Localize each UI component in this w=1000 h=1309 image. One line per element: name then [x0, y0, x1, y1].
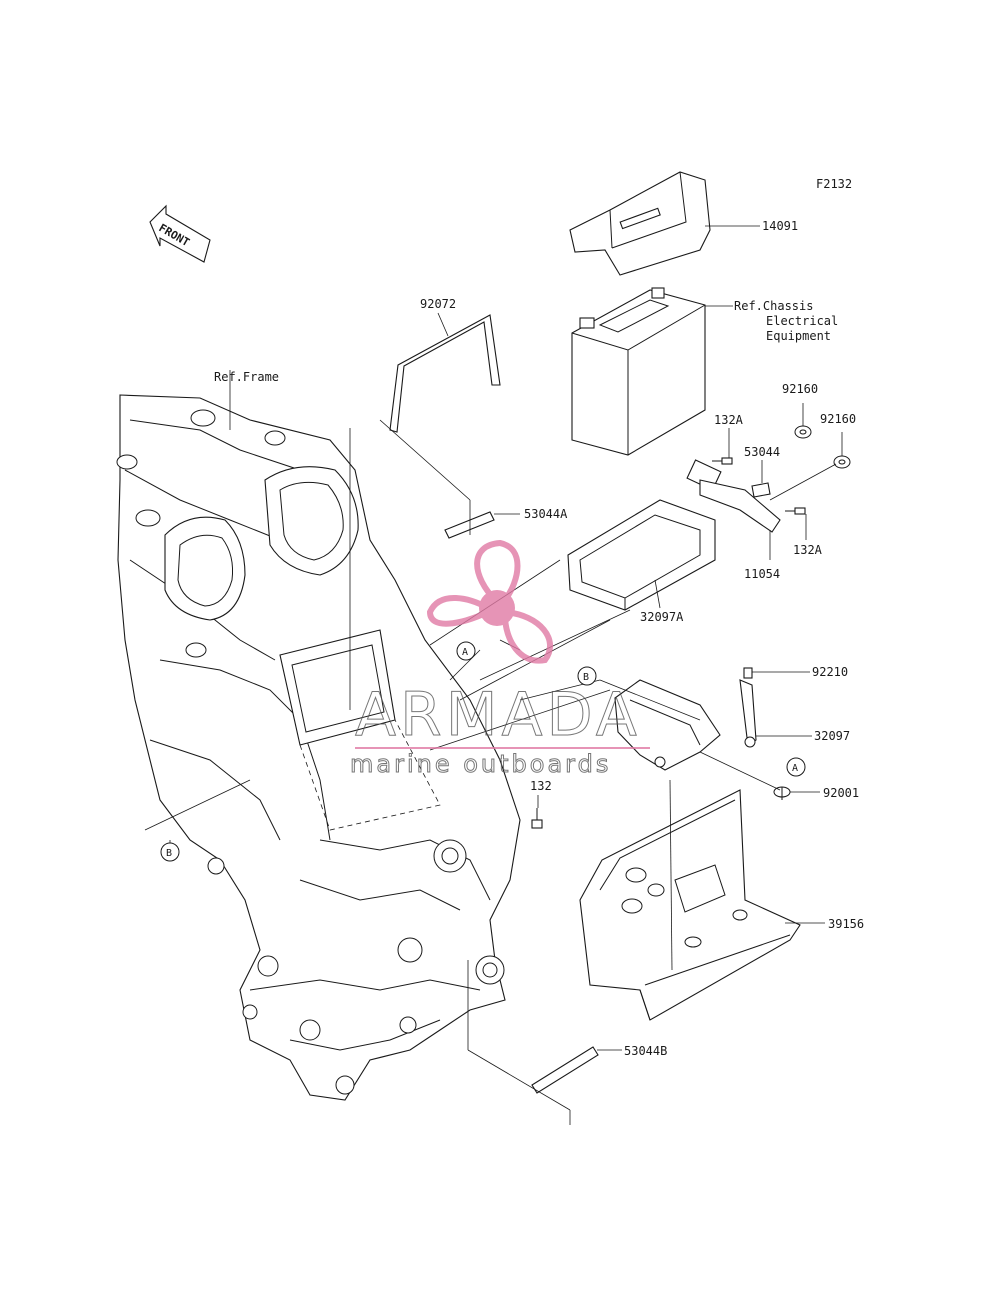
callout-A-lower: A [786, 757, 806, 777]
rubber-strip-53044A [444, 511, 520, 539]
svg-text:B: B [166, 848, 172, 859]
battery-holder-32097 [614, 667, 812, 771]
svg-text:A: A [462, 647, 468, 658]
label-32097A: 32097A [640, 610, 684, 624]
svg-text:A: A [792, 763, 798, 774]
rubber-53044 [751, 460, 771, 498]
callout-A-upper: A [456, 641, 476, 661]
label-53044: 53044 [744, 445, 780, 459]
label-92001: 92001 [823, 786, 859, 800]
bolt-132A-right [785, 507, 807, 540]
label-53044B: 53044B [624, 1044, 667, 1058]
callout-B-upper: B [577, 666, 597, 686]
label-ref-chassis-2: Electrical [766, 314, 838, 328]
label-53044A: 53044A [524, 507, 568, 521]
svg-text:B: B [583, 672, 589, 683]
bolt-92001 [773, 786, 820, 800]
watermark-name: ARMADA [355, 680, 641, 750]
label-14091: 14091 [762, 219, 798, 233]
battery-cover-14091 [569, 171, 760, 276]
battery [571, 287, 733, 456]
label-132A-right: 132A [793, 543, 823, 557]
label-92210: 92210 [812, 665, 848, 679]
grommet-92160-a [794, 403, 812, 439]
battery-band-92072 [389, 312, 501, 433]
label-132: 132 [530, 779, 552, 793]
callout-B-lower: B [160, 842, 180, 862]
bolt-132 [531, 795, 543, 829]
figure-code: F2132 [816, 177, 852, 191]
watermark-tagline: marine outboards [350, 750, 611, 778]
label-92072: 92072 [420, 297, 456, 311]
label-ref-chassis-3: Equipment [766, 329, 831, 343]
watermark: ARMADA marine outboards [350, 539, 650, 779]
bolt-132A-top [712, 428, 733, 465]
label-32097: 32097 [814, 729, 850, 743]
propeller-logo-icon [426, 539, 553, 664]
label-ref-chassis-1: Ref.Chassis [734, 299, 813, 313]
grommet-92160-b [769, 432, 851, 501]
label-132A-top: 132A [714, 413, 744, 427]
battery-case-32097A [567, 459, 722, 611]
battery-tray-39156 [579, 789, 825, 1021]
rubber-strip-53044B [531, 1046, 622, 1094]
bracket-11054 [699, 479, 781, 560]
label-92160-b: 92160 [820, 412, 856, 426]
front-arrow-icon: FRONT [149, 204, 211, 263]
label-ref-frame: Ref.Frame [214, 370, 279, 384]
label-39156: 39156 [828, 917, 864, 931]
label-92160-a: 92160 [782, 382, 818, 396]
label-11054: 11054 [744, 567, 780, 581]
motorcycle-frame [116, 394, 521, 1101]
